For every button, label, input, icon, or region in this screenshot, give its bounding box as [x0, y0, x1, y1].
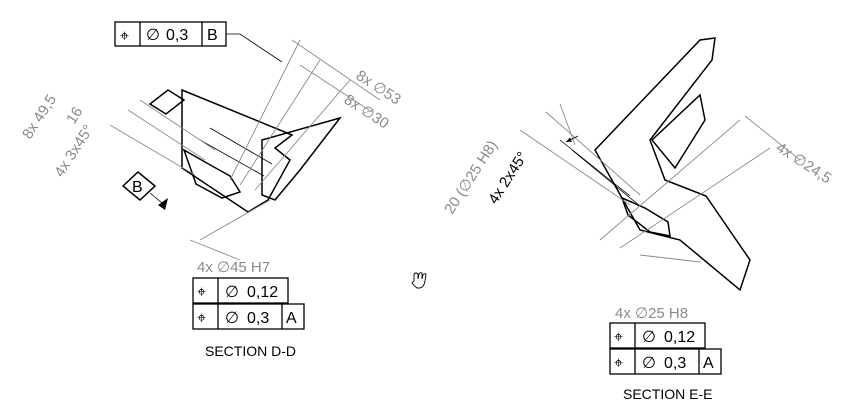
- section-ee-fcf: ⌖ ∅ 0,12 ⌖ ∅ 0,3 A: [609, 322, 722, 375]
- section-dd-flange: [261, 116, 342, 201]
- datum-reference: A: [286, 310, 297, 327]
- diameter-symbol: ∅: [642, 329, 656, 346]
- hand-cursor-icon: [411, 272, 427, 289]
- datum-feature-label: B: [132, 179, 143, 196]
- dim-16: 16: [63, 104, 86, 127]
- datum-reference: A: [703, 355, 714, 372]
- tolerance-value: 0,12: [247, 284, 278, 301]
- section-dd-fcf: ⌖ ∅ 0,12 ⌖ ∅ 0,3 A: [192, 277, 305, 330]
- section-ee-cavity: [650, 93, 706, 170]
- tolerance-value: 0,12: [664, 329, 695, 346]
- section-dd-step: [182, 148, 242, 199]
- datum-feature-b: B: [121, 171, 168, 210]
- chamfer-leader: [565, 135, 579, 143]
- dim-chamfer-3x45: 4x 3x45°: [51, 122, 97, 180]
- section-ee-bore-edge: [559, 139, 641, 207]
- hole-spec-dd: 4x ∅45 H7: [197, 259, 270, 276]
- position-symbol-icon: ⌖: [120, 28, 129, 45]
- dim-49-5: 8x 49,5: [19, 92, 60, 143]
- diameter-symbol: ∅: [225, 310, 239, 327]
- section-ee-extension-lines: [519, 103, 801, 263]
- section-dd-bore-edge: [199, 127, 273, 177]
- datum-reference: B: [207, 27, 218, 44]
- section-dd-callout-fcf: ⌖ ∅ 0,3 B: [114, 21, 227, 47]
- section-dd: ⌖ ∅ 0,3 B B 8x 49,5 16 4x 3x45° 8x ∅53 8…: [19, 21, 404, 359]
- diameter-symbol: ∅: [146, 27, 160, 44]
- dim-20-diameter-25: 20 (∅25 H8): [441, 138, 501, 218]
- diameter-symbol: ∅: [225, 284, 239, 301]
- section-dd-boss: [148, 89, 186, 115]
- position-symbol-icon: ⌖: [197, 310, 206, 327]
- position-symbol-icon: ⌖: [197, 284, 206, 301]
- tolerance-value: 0,3: [247, 310, 269, 327]
- section-ee: 20 (∅25 H8) 4x 2x45° 4x ∅24,5 4x ∅25 H8 …: [441, 37, 834, 402]
- position-symbol-icon: ⌖: [614, 329, 623, 346]
- tolerance-value: 0,3: [664, 355, 686, 372]
- callout-leader: [226, 33, 283, 63]
- section-dd-extension-lines: [109, 39, 381, 261]
- dim-diameter-24-5: 4x ∅24,5: [773, 139, 834, 187]
- section-ee-step: [620, 196, 671, 237]
- hole-spec-ee: 4x ∅25 H8: [615, 305, 688, 322]
- section-ee-body: [594, 37, 751, 292]
- section-ee-caption: SECTION E-E: [623, 386, 712, 402]
- diameter-symbol: ∅: [642, 355, 656, 372]
- position-symbol-icon: ⌖: [614, 355, 623, 372]
- tolerance-value: 0,3: [166, 27, 188, 44]
- section-dd-caption: SECTION D-D: [205, 343, 296, 359]
